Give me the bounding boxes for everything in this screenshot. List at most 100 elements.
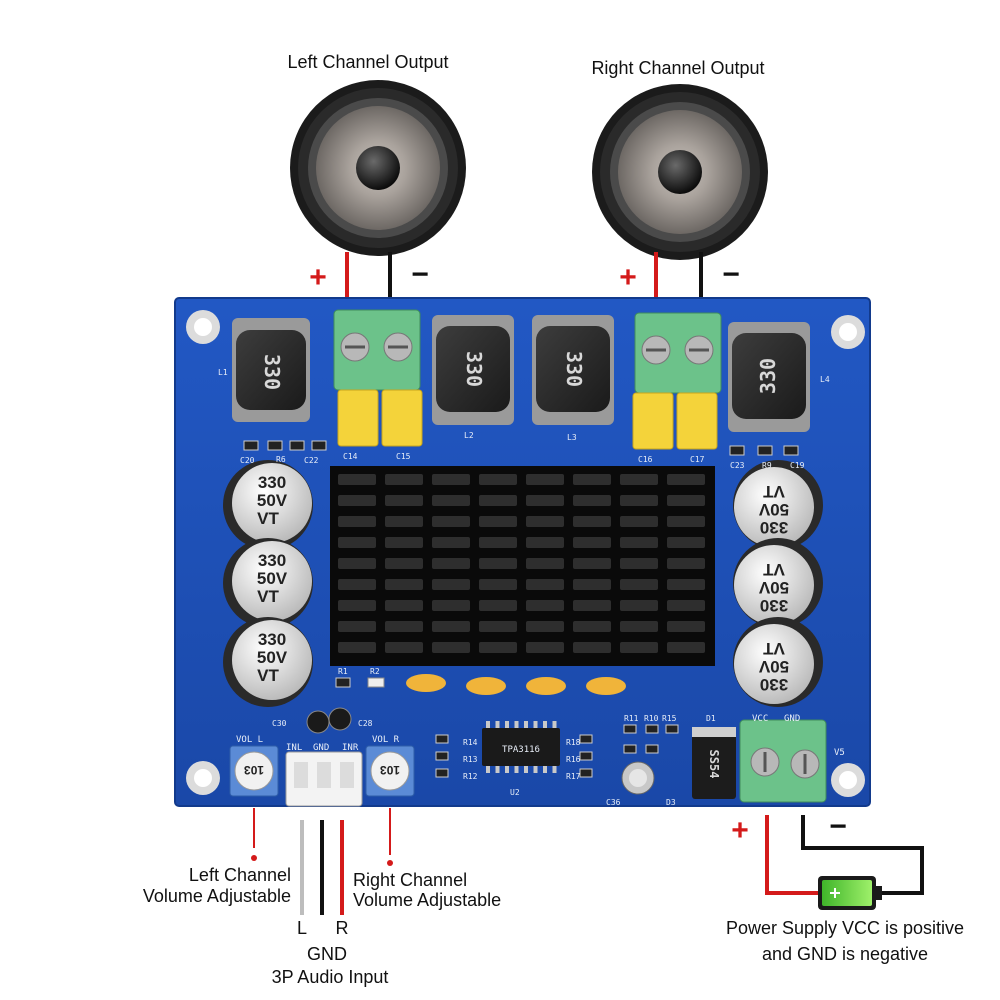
svg-text:R9: R9 — [762, 461, 772, 470]
svg-text:V5: V5 — [834, 748, 845, 758]
svg-text:U2: U2 — [510, 788, 520, 797]
svg-text:R13: R13 — [463, 755, 478, 764]
left-volume-label-line1: Left Channel — [189, 865, 291, 885]
electrolytic-capacitors-left: 330 50V VT 330 50V VT 330 50V VT — [223, 460, 313, 707]
heatsink-fin — [338, 516, 376, 527]
heatsink-fin — [385, 621, 423, 632]
film-capacitors — [337, 389, 718, 450]
chip-pin — [514, 766, 519, 773]
heatsink-fin — [573, 558, 611, 569]
svg-text:330: 330 — [760, 518, 788, 537]
heatsink-fin — [432, 474, 470, 485]
svg-text:103: 103 — [244, 763, 264, 777]
right-volume-pot: 103 — [365, 745, 415, 797]
svg-text:VT: VT — [257, 587, 279, 606]
heatsink-fin — [385, 474, 423, 485]
svg-text:R11: R11 — [624, 714, 639, 723]
silkscreen-labels: L1 C14 C15 L2 L3 C16 C17 L4 C20 R6 C22 C… — [218, 368, 845, 807]
mounting-hole-icon — [186, 310, 865, 797]
left-plus-sign: + — [309, 261, 327, 294]
right-volume-label-line2: Volume Adjustable — [353, 890, 501, 910]
right-plus-sign: + — [619, 261, 637, 294]
svg-text:VT: VT — [763, 639, 785, 658]
chip-pin — [543, 766, 547, 773]
left-volume-pointer — [251, 808, 257, 861]
heatsink-fin — [620, 474, 658, 485]
heatsink-fin — [338, 642, 376, 653]
heatsink-fin — [620, 600, 658, 611]
inductor-l3: 330 — [532, 315, 614, 425]
left-speaker-terminal — [333, 309, 421, 391]
heatsink-fin — [667, 474, 705, 485]
heatsink-fin — [432, 579, 470, 590]
heatsink-fin — [526, 474, 564, 485]
svg-text:R12: R12 — [463, 772, 478, 781]
power-note-line2: and GND is negative — [762, 944, 928, 964]
heatsink-fin — [385, 516, 423, 527]
svg-text:C20: C20 — [240, 456, 255, 465]
heatsink-fin — [573, 579, 611, 590]
svg-text:50V: 50V — [257, 569, 288, 588]
heatsink-fin — [526, 621, 564, 632]
svg-text:L1: L1 — [218, 368, 228, 377]
heatsink-fin — [432, 600, 470, 611]
heatsink-fin — [479, 516, 517, 527]
svg-text:R18: R18 — [566, 738, 581, 747]
svg-text:VOL R: VOL R — [372, 735, 400, 745]
svg-text:L2: L2 — [464, 431, 474, 440]
svg-text:L4: L4 — [820, 375, 830, 384]
svg-text:VT: VT — [257, 509, 279, 528]
heatsink-fin — [573, 516, 611, 527]
chip-pin — [533, 721, 538, 728]
heatsink-fin — [620, 537, 658, 548]
heatsink-fin — [338, 579, 376, 590]
chip-pin — [505, 766, 509, 773]
left-speaker-icon — [290, 80, 466, 256]
svg-text:330: 330 — [562, 351, 586, 387]
chip-pin — [552, 766, 557, 773]
inductor-l2: 330 — [432, 315, 514, 425]
chip-pin — [533, 766, 538, 773]
chip-pin — [552, 721, 557, 728]
heatsink-fin — [479, 495, 517, 506]
heatsink-fin — [667, 642, 705, 653]
svg-text:330: 330 — [258, 630, 286, 649]
svg-text:R15: R15 — [662, 714, 677, 723]
chip-pin — [505, 721, 509, 728]
power-terminal — [739, 719, 827, 803]
chip-pin — [524, 766, 528, 773]
heatsink-fin — [526, 495, 564, 506]
svg-text:50V: 50V — [257, 648, 288, 667]
heatsink-fin — [385, 600, 423, 611]
svg-text:50V: 50V — [257, 491, 288, 510]
heatsink-fin — [385, 642, 423, 653]
heatsink-fin — [667, 621, 705, 632]
input-capacitors — [306, 707, 655, 795]
heatsink-fin — [573, 495, 611, 506]
chip-pin — [543, 721, 547, 728]
svg-text:R1: R1 — [338, 667, 348, 676]
right-speaker-terminal — [634, 312, 722, 394]
svg-text:330: 330 — [462, 351, 486, 387]
heatsink-fin — [479, 642, 517, 653]
heatsink-fin — [573, 642, 611, 653]
heatsink-fin — [479, 579, 517, 590]
svg-text:VCC: VCC — [752, 714, 768, 724]
left-minus-sign: − — [411, 258, 429, 291]
heatsink-fin — [432, 495, 470, 506]
svg-text:330: 330 — [258, 551, 286, 570]
svg-text:C36: C36 — [606, 798, 621, 807]
left-volume-pot: 103 — [229, 745, 279, 797]
heatsink-fin — [620, 516, 658, 527]
heatsink-fin — [338, 600, 376, 611]
heatsink-fin — [338, 495, 376, 506]
svg-text:VOL L: VOL L — [236, 735, 263, 745]
smd-components — [243, 440, 799, 778]
svg-text:VT: VT — [763, 482, 785, 501]
heatsink-fin — [667, 579, 705, 590]
protection-diode: SS54 — [692, 727, 736, 799]
heatsink-fin — [338, 474, 376, 485]
heatsink-fin — [526, 600, 564, 611]
heatsink-fin — [620, 579, 658, 590]
svg-text:SS54: SS54 — [707, 750, 721, 779]
